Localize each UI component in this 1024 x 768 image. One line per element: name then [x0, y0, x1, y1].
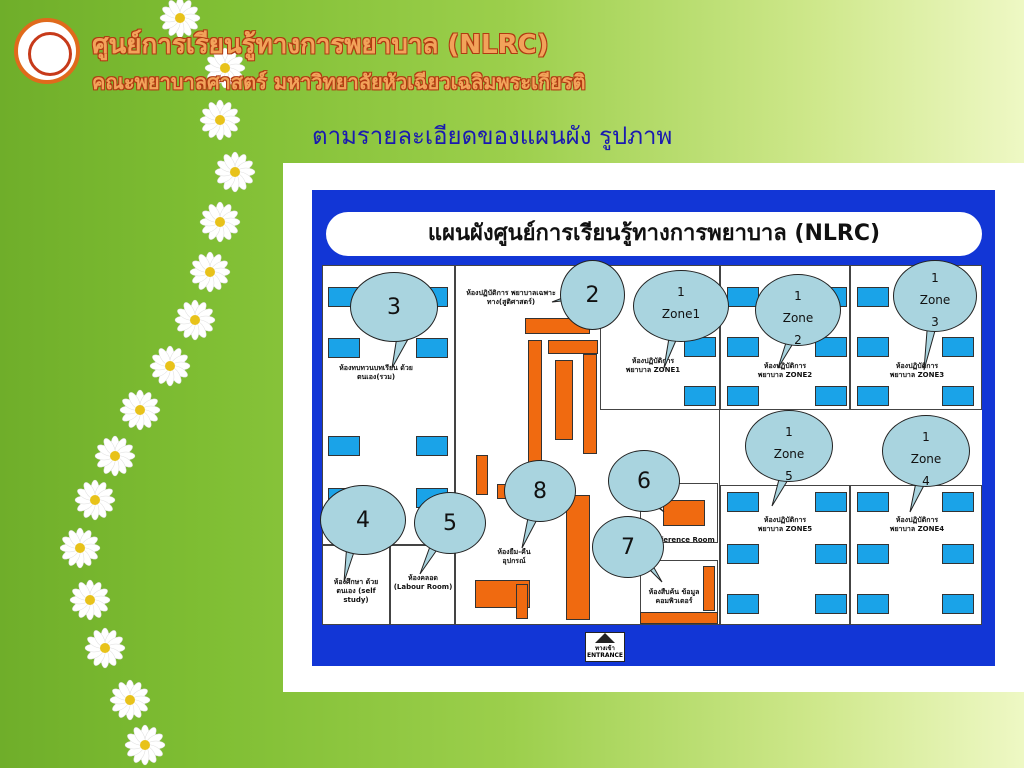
room-label-zone4: ห้องปฏิบัติการ พยาบาล ZONE4: [889, 516, 945, 533]
desk: [942, 594, 974, 614]
desk: [942, 492, 974, 512]
room-label-zone5: ห้องปฏิบัติการ พยาบาล ZONE5: [757, 516, 813, 533]
desk: [857, 594, 889, 614]
furniture: [566, 495, 590, 620]
room-self-study: [322, 545, 390, 625]
room-label-self-study: ห้องศึกษา ด้วยตนเอง (self study): [333, 578, 379, 604]
callout-zone5: 1 Zone 5: [745, 410, 833, 483]
callout-3: 3: [350, 272, 438, 342]
callout-5: 5: [414, 492, 486, 554]
room-labour: [390, 545, 455, 625]
callout-zone4: 1 Zone 4: [882, 415, 970, 488]
desk: [727, 337, 759, 357]
desk: [684, 386, 716, 406]
desk: [857, 544, 889, 564]
desk: [328, 338, 360, 358]
room-label-borrow-return: ห้องยืม-คืน อุปกรณ์: [497, 548, 531, 565]
entrance-label: ทางเข้า ENTRANCE: [587, 645, 623, 659]
desk: [416, 436, 448, 456]
desk: [815, 492, 847, 512]
callout-4: 4: [320, 485, 406, 555]
room-label-zone3: ห้องปฏิบัติการ พยาบาล ZONE3: [889, 362, 945, 379]
desk: [857, 386, 889, 406]
room-label-computer: ห้องสืบค้น ข้อมูลคอมพิวเตอร์: [648, 588, 700, 605]
callout-7: 7: [592, 516, 664, 578]
room-label-labour: ห้องคลอด (Labour Room): [393, 574, 453, 591]
desk: [727, 544, 759, 564]
room-label-zone1: ห้องปฏิบัติการ พยาบาล ZONE1: [625, 357, 681, 374]
callout-zone3: 1 Zone 3: [893, 260, 977, 332]
faculty-title: คณะพยาบาลศาสตร์ มหาวิทยาลัยหัวเฉียวเฉลิม…: [92, 70, 586, 94]
desk: [857, 287, 889, 307]
desk: [727, 492, 759, 512]
callout-zone1: 1 Zone1: [633, 270, 729, 342]
desk: [942, 337, 974, 357]
furniture: [548, 340, 598, 354]
desk: [727, 386, 759, 406]
conference-table: [663, 500, 705, 526]
desk: [857, 492, 889, 512]
callout-6: 6: [608, 450, 680, 512]
desk: [328, 436, 360, 456]
desk: [727, 594, 759, 614]
desk: [942, 544, 974, 564]
furniture: [516, 584, 528, 619]
slide-subtitle: ตามรายละเอียดของแผนผัง รูปภาพ: [312, 122, 673, 150]
room-label-self-review: ห้องทบทวนบทเรียน ด้วยตนเอง(รวม): [339, 364, 413, 381]
furniture: [555, 360, 573, 440]
desk: [815, 337, 847, 357]
entrance-arrow-icon: [595, 633, 615, 643]
room-label-zone2: ห้องปฏิบัติการ พยาบาล ZONE2: [757, 362, 813, 379]
callout-zone2: 1 Zone 2: [755, 274, 841, 347]
room-label-conference: Conference Room: [645, 536, 715, 544]
desk: [857, 337, 889, 357]
nlrc-logo-icon: [14, 18, 80, 84]
floorplan-title: แผนผังศูนย์การเรียนรู้ทางการพยาบาล (NLRC…: [326, 212, 982, 256]
desk: [815, 544, 847, 564]
desk: [942, 386, 974, 406]
callout-2: 2: [560, 260, 625, 330]
computer-desk: [640, 612, 718, 624]
desk: [815, 594, 847, 614]
desk: [416, 338, 448, 358]
desk: [815, 386, 847, 406]
header: ศูนย์การเรียนรู้ทางการพยาบาล (NLRC) คณะพ…: [0, 0, 1024, 110]
room-label-specialty: ห้องปฏิบัติการ พยาบาลเฉพาะทาง(สูติศาสตร์…: [466, 289, 556, 306]
furniture: [583, 354, 597, 454]
page-title: ศูนย์การเรียนรู้ทางการพยาบาล (NLRC): [92, 30, 549, 60]
callout-8: 8: [504, 460, 576, 522]
computer-desk: [703, 566, 715, 611]
furniture: [476, 455, 488, 495]
